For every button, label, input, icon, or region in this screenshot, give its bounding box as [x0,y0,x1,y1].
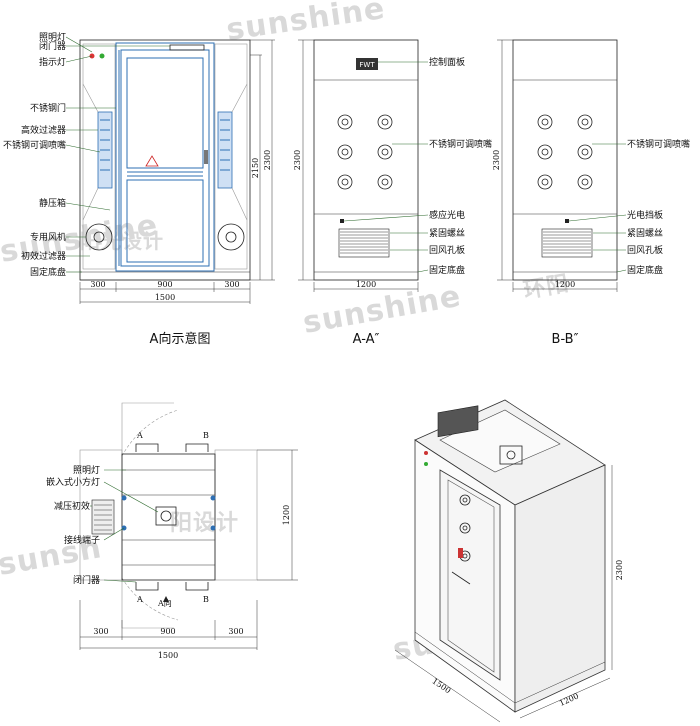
plan-view: A B A B A向 照明灯 嵌入式小方灯 减压初效 接线端子 闭门器 1200 [46,402,298,660]
section-b-casing [512,39,618,281]
label-screw-a: 紧固螺丝 [429,227,465,239]
dim-iso-depth: 1200 [558,691,580,708]
dim-plan-total: 1500 [158,651,178,660]
caption-section-a: A-A″ [353,332,380,347]
marker-a-top: A [136,431,143,440]
dim-total-width: 1500 [155,293,175,302]
caption-front-view: A向示意图 [150,331,211,347]
label-plan-terminal: 接线端子 [64,534,100,546]
watermark-cn-lower: 阳设计 [170,511,239,536]
label-stainless-door: 不锈钢门 [30,102,66,114]
label-fan: 专用风机 [30,231,66,243]
iso-door [439,469,501,681]
center-lamp-icon [155,506,177,526]
dim-inner-height: 2150 [251,158,260,178]
warning-icon [145,155,159,167]
label-hepa-filter: 高效过滤器 [21,124,66,136]
label-screw-b: 紧固螺丝 [627,227,663,239]
label-plan-embedded-lamp: 嵌入式小方灯 [46,476,100,488]
iso-roof-lamp-icon [499,445,523,465]
photo-baffle [565,219,569,223]
dim-section-a-height: 2300 [293,150,302,170]
label-plan-lighting: 照明灯 [73,465,100,476]
dim-plan-depth: 1200 [282,505,291,525]
dim-section-a-width: 1200 [356,280,376,289]
label-plenum-box: 静压箱 [39,197,66,209]
label-door-closer: 闭门器 [39,40,66,52]
marker-a-bottom: A [136,595,143,604]
label-nozzle: 不锈钢可调喷嘴 [3,139,66,151]
label-control-panel: 控制面板 [429,56,465,68]
nozzles-b [537,114,593,190]
marker-b-bottom: B [203,595,209,604]
label-photo-baffle: 光电挡板 [627,209,663,221]
dim-plan-mid: 900 [160,627,175,636]
marker-a-direction: A向 [157,598,172,608]
dim-section-b-height: 2300 [492,150,501,170]
iso-view: 2300 1500 1200 [394,399,624,723]
label-return-plate-b: 回风孔板 [627,244,663,256]
label-nozzle-a: 不锈钢可调喷嘴 [429,138,492,150]
watermark-brand-top: sunshine [224,0,387,48]
label-nozzle-b: 不锈钢可调喷嘴 [627,138,690,150]
photo-sensor [340,219,344,223]
return-grille-b [541,228,593,258]
plan-body [121,453,216,581]
dim-door-width: 900 [157,280,172,289]
iso-top-grille [437,405,479,438]
label-plan-prefilter: 减压初效 [54,500,90,512]
section-b-view: 不锈钢可调喷嘴 光电挡板 紧固螺丝 回风孔板 固定底盘 2300 1200 B-… [492,39,690,347]
nozzles-a [337,114,393,190]
label-return-plate-a: 回风孔板 [429,244,465,256]
dim-iso-width: 1500 [430,677,452,696]
label-indicator-lamp: 指示灯 [39,56,66,68]
dim-total-height: 2300 [263,150,272,170]
dim-iso-height: 2300 [615,560,624,580]
dim-plan-right: 300 [228,627,243,636]
marker-b-top: B [203,431,209,440]
label-base: 固定底盘 [30,266,66,278]
dim-section-b-width: 1200 [555,280,575,289]
section-a-casing [313,39,419,281]
lighting-lamp-icon [99,53,105,59]
watermark-cn-left: 阳光设计 [80,229,164,253]
watermark-brand-mid: sunshine [300,279,463,341]
pressure-prefilter [91,499,115,535]
control-panel [356,58,378,70]
label-sensor: 感应光电 [429,209,465,221]
dim-plan-left: 300 [93,627,108,636]
fan-right-icon [217,223,245,251]
svg-text:FWT: FWT [359,61,375,69]
dim-right-width: 300 [224,280,239,289]
label-base-a: 固定底盘 [429,264,465,276]
label-prefilter: 初效过滤器 [21,250,66,262]
front-view: 照明灯 闭门器 指示灯 不锈钢门 高效过滤器 不锈钢可调喷嘴 静压箱 专用风机 … [3,32,275,347]
label-base-b: 固定底盘 [627,264,663,276]
return-grille-a [338,228,390,258]
caption-section-b: B-B″ [552,332,579,347]
label-lighting-lamp: 照明灯 [39,32,66,43]
iso-right-face [514,464,606,713]
section-a-view: FWT [293,39,492,347]
stainless-door [115,42,215,272]
dim-left-width: 300 [90,280,105,289]
label-plan-closer: 闭门器 [73,574,100,586]
